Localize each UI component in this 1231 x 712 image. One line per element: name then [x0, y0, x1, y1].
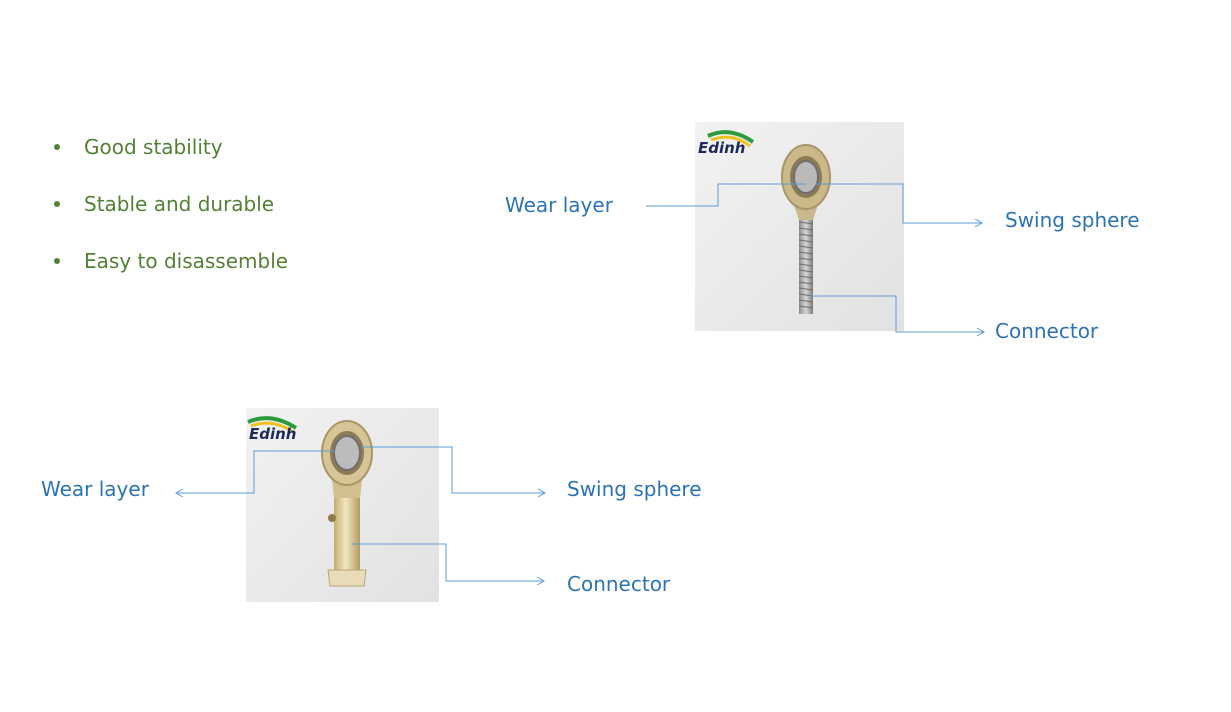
bullet-icon	[54, 201, 60, 207]
label-swing-sphere-bottom: Swing sphere	[567, 477, 702, 501]
feature-item: Easy to disassemble	[52, 245, 288, 302]
feature-item: Good stability	[52, 131, 288, 188]
leader-connector-top	[810, 295, 984, 333]
leader-wear-layer-bottom	[176, 450, 334, 494]
leader-swing-sphere-top	[816, 183, 982, 224]
feature-item: Stable and durable	[52, 188, 288, 245]
feature-list: Good stability Stable and durable Easy t…	[52, 131, 288, 302]
brand-logo: Edinh	[698, 139, 746, 157]
rod-end-drawing	[246, 408, 439, 602]
feature-text: Stable and durable	[84, 192, 275, 216]
label-connector-top: Connector	[995, 319, 1099, 343]
label-swing-sphere-top: Swing sphere	[1005, 208, 1140, 232]
leader-wear-layer-top	[646, 183, 806, 207]
leader-connector-bottom	[352, 543, 544, 582]
arrow-head	[536, 576, 546, 586]
feature-text: Good stability	[84, 135, 223, 159]
feature-text: Easy to disassemble	[84, 249, 289, 273]
arrow-head	[974, 218, 984, 228]
rod-end-photo-female: Edinh	[246, 408, 439, 602]
arrow-head	[174, 488, 184, 498]
bullet-icon	[54, 144, 60, 150]
rod-end-drawing	[695, 122, 904, 331]
bullet-icon	[54, 258, 60, 264]
brand-logo: Edinh	[249, 425, 297, 443]
label-connector-bottom: Connector	[567, 572, 671, 596]
label-wear-layer-bottom: Wear layer	[41, 477, 149, 501]
arrow-head	[537, 488, 547, 498]
label-wear-layer-top: Wear layer	[505, 193, 613, 217]
leader-swing-sphere-bottom	[362, 446, 545, 494]
arrow-head	[976, 327, 986, 337]
